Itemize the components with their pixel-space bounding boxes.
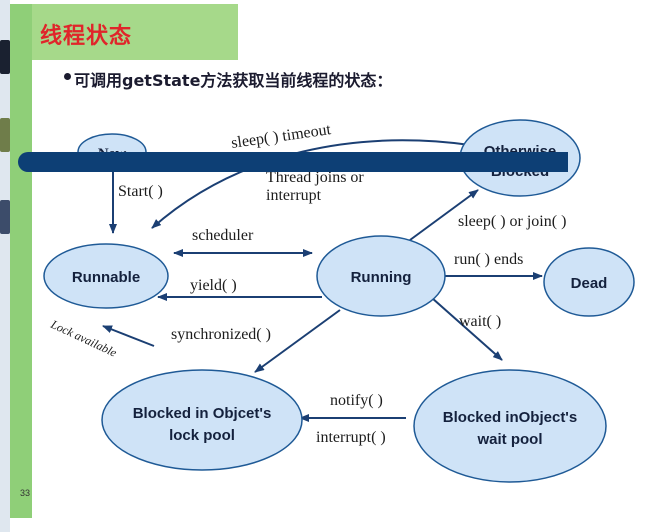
node-lock-pool-label-1: Blocked in Objcet's	[133, 405, 272, 422]
node-runnable	[43, 243, 169, 309]
thumbnail-1	[0, 40, 10, 74]
node-dead-label: Dead	[571, 275, 608, 292]
edge-synchronized	[254, 309, 341, 373]
node-dead	[543, 247, 635, 317]
edge-label-scheduler: scheduler	[192, 227, 254, 244]
edge-label-wait: wait( )	[459, 313, 501, 330]
edge-wait	[431, 297, 503, 361]
slide-divider-bar	[18, 152, 568, 172]
edge-label-yield: yield( )	[190, 277, 237, 294]
edge-lock-available	[102, 325, 155, 347]
node-lock-pool-label-2: lock pool	[169, 427, 235, 444]
slide-subtitle: 可调用getState方法获取当前线程的状态：	[58, 67, 392, 91]
edge-running-to-otherwise	[409, 189, 479, 241]
slide-subtitle-text: 可调用getState方法获取当前线程的状态：	[74, 71, 393, 90]
node-running-label: Running	[351, 269, 412, 286]
node-wait-pool-label-2: wait pool	[477, 431, 543, 448]
edge-label-start: Start( )	[118, 183, 163, 200]
bullet-icon	[64, 73, 71, 80]
slide-green-bar	[10, 4, 32, 518]
edge-label-lock-available: Lock available	[48, 317, 120, 360]
edge-label-sleep-timeout: sleep( ) timeout	[230, 121, 332, 152]
node-wait-pool	[413, 369, 607, 483]
edge-label-interrupt-b: interrupt( )	[316, 429, 386, 446]
edge-label-synchronized: synchronized( )	[171, 326, 271, 343]
edge-otherwise-to-runnable	[151, 139, 471, 229]
node-lock-pool	[101, 369, 303, 471]
slide-title: 线程状态	[40, 24, 133, 49]
edge-label-thread-joins: Thread joins or	[266, 169, 364, 186]
edge-label-interrupt: interrupt	[266, 187, 322, 204]
thumbnail-3	[0, 200, 10, 234]
edge-label-sleep-or-join: sleep( ) or join( )	[458, 213, 566, 230]
edge-label-notify: notify( )	[330, 392, 383, 409]
node-wait-pool-label-1: Blocked inObject's	[443, 409, 577, 426]
left-edge-strip	[0, 0, 10, 532]
page-number: 33	[20, 488, 31, 498]
slide-title-panel	[32, 4, 238, 60]
node-running	[316, 235, 446, 317]
node-runnable-label: Runnable	[72, 269, 140, 286]
edge-label-run-ends: run( ) ends	[454, 251, 523, 268]
thumbnail-2	[0, 118, 10, 152]
